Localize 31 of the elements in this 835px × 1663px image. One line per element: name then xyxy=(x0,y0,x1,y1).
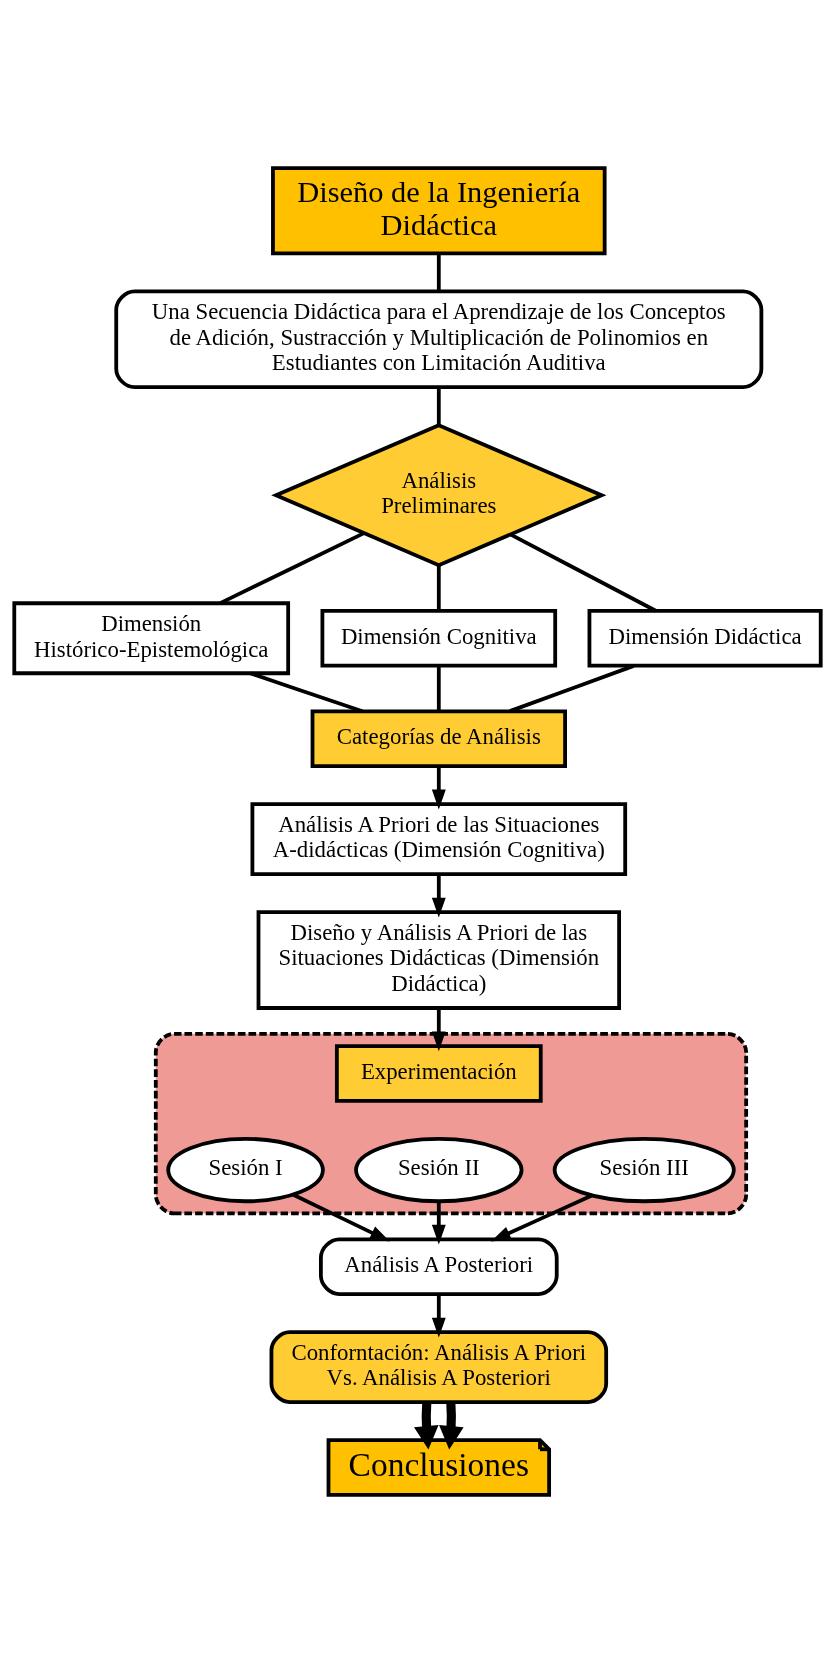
node-box: Categorías de Análisis xyxy=(310,709,567,768)
node-ellipse: Sesión I xyxy=(166,1136,325,1204)
arrow xyxy=(414,1401,439,1450)
arrow xyxy=(431,1201,446,1245)
node-ellipse: Sesión III xyxy=(552,1136,736,1204)
arrow xyxy=(431,1008,446,1052)
node-box: Conforntación: Análisis A Priori Vs. Análisis A Posteriori xyxy=(269,1330,609,1404)
node-box: Una Secuencia Didáctica para el Aprendizaje de los Conceptos de Adición, Sustracción y Multiplicación de Polinomios en Estudiantes con Limitación Auditiva xyxy=(114,289,764,390)
node-box: Diseño de la Ingeniería Didáctica xyxy=(271,166,607,256)
node-box: Dimensión Histórico-Epistemológica xyxy=(12,601,291,676)
arrow xyxy=(431,1294,446,1338)
connector xyxy=(219,531,365,605)
connector xyxy=(436,565,441,611)
node-box: Diseño y Análisis A Priori de las Situaciones Didácticas (Dimensión Didáctica) xyxy=(256,910,621,1010)
arrow xyxy=(490,1193,593,1242)
connector xyxy=(509,532,657,613)
node-diamond: Análisis Preliminares xyxy=(271,423,607,568)
node-ellipse: Sesión II xyxy=(354,1136,524,1204)
connector xyxy=(436,253,441,292)
arrow xyxy=(431,766,446,810)
node-box: Experimentación xyxy=(334,1044,543,1103)
arrow xyxy=(439,1401,464,1450)
node-box: Dimensión Didáctica xyxy=(587,608,823,668)
connector xyxy=(436,665,441,711)
arrow xyxy=(431,874,446,918)
node-box: Dimensión Cognitiva xyxy=(320,608,558,668)
node-box: Análisis A Posteriori xyxy=(319,1237,559,1296)
connector xyxy=(436,387,441,425)
connector xyxy=(509,664,635,713)
node-box: Análisis A Priori de las Situaciones A-didácticas (Dimensión Cognitiva) xyxy=(250,802,628,876)
arrow xyxy=(292,1193,390,1242)
